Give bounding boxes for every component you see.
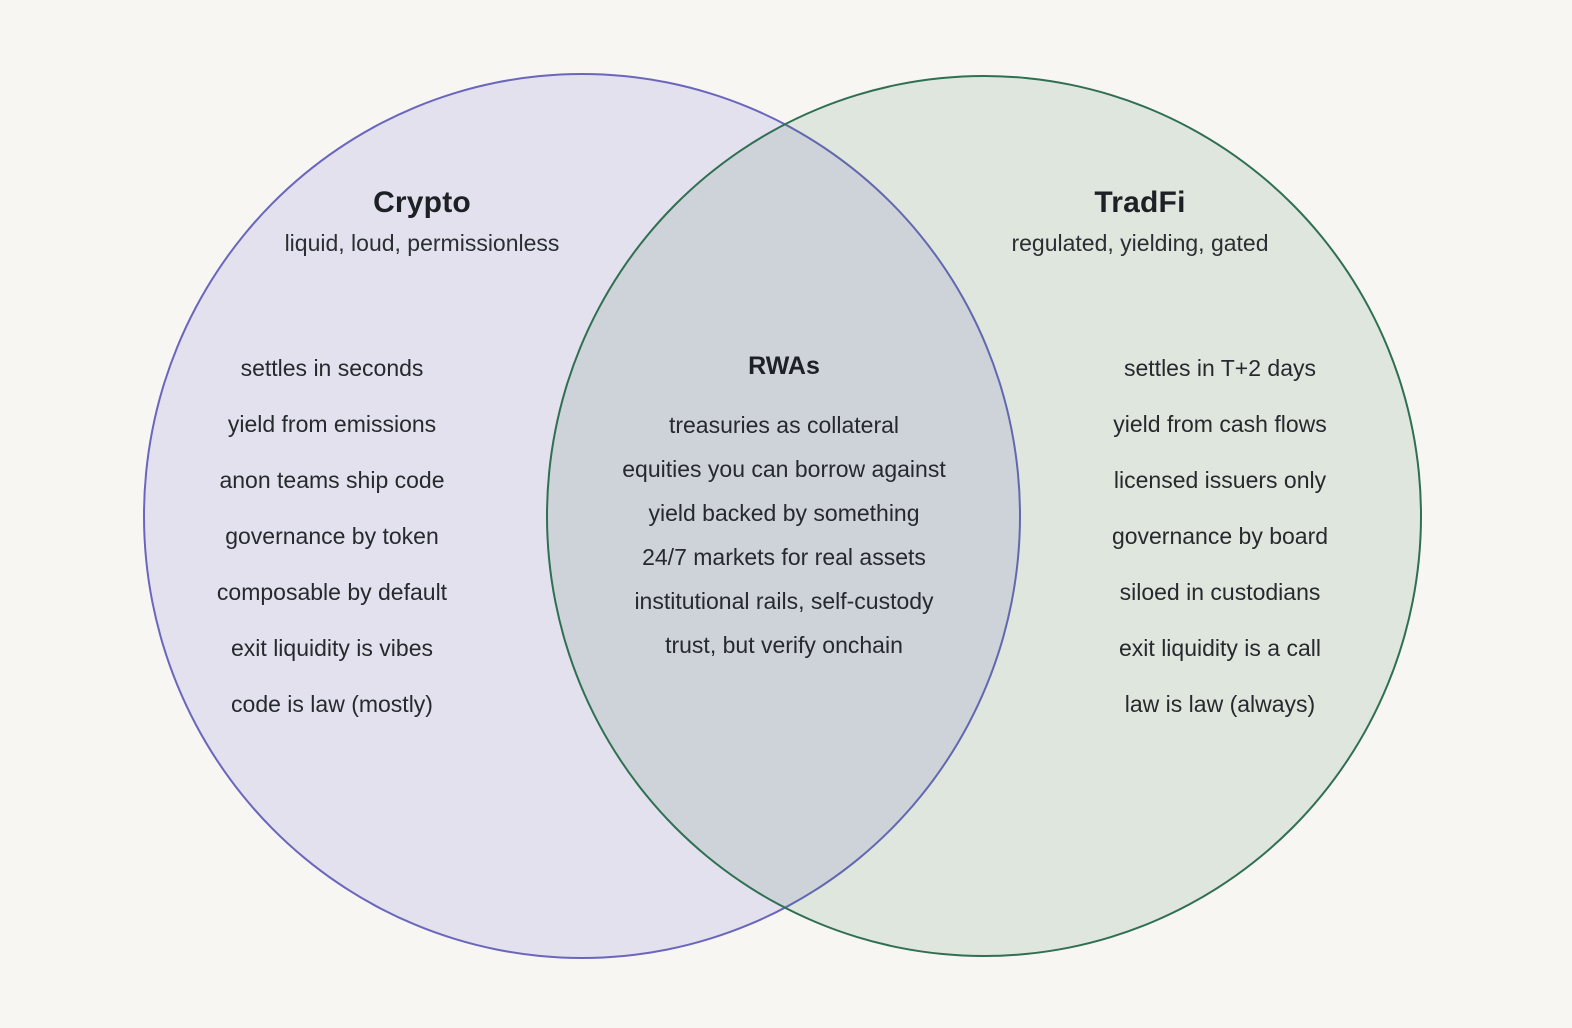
tradfi-item: exit liquidity is a call (1119, 635, 1321, 661)
intersection-item-list: treasuries as collateral equities you ca… (560, 403, 1008, 667)
crypto-header: Crypto liquid, loud, permissionless (192, 186, 652, 257)
crypto-subtitle: liquid, loud, permissionless (284, 230, 560, 256)
crypto-item: governance by token (225, 523, 439, 549)
intersection-block: RWAs treasuries as collateral equities y… (560, 352, 1008, 667)
intersection-item: trust, but verify onchain (665, 632, 903, 658)
tradfi-item: settles in T+2 days (1124, 355, 1316, 381)
crypto-item: exit liquidity is vibes (231, 635, 433, 661)
crypto-item: settles in seconds (240, 355, 424, 381)
tradfi-item-list: settles in T+2 days yield from cash flow… (1010, 340, 1430, 732)
crypto-title: Crypto (373, 186, 471, 219)
tradfi-item: siloed in custodians (1119, 579, 1321, 605)
crypto-item: anon teams ship code (219, 467, 445, 493)
crypto-item-list: settles in seconds yield from emissions … (122, 340, 542, 732)
intersection-item: 24/7 markets for real assets (642, 544, 926, 570)
tradfi-item: yield from cash flows (1113, 411, 1327, 437)
intersection-item: equities you can borrow against (622, 456, 946, 482)
intersection-item: treasuries as collateral (668, 412, 900, 438)
tradfi-title: TradFi (1094, 186, 1186, 219)
tradfi-subtitle: regulated, yielding, gated (1011, 230, 1269, 256)
tradfi-header: TradFi regulated, yielding, gated (910, 186, 1370, 257)
intersection-item: institutional rails, self-custody (634, 588, 934, 614)
intersection-title: RWAs (748, 352, 820, 380)
tradfi-item: governance by board (1111, 523, 1329, 549)
tradfi-item: law is law (always) (1124, 691, 1316, 717)
intersection-item: yield backed by something (648, 500, 920, 526)
tradfi-circle (546, 75, 1422, 957)
crypto-item: composable by default (216, 579, 448, 605)
tradfi-item: licensed issuers only (1113, 467, 1327, 493)
crypto-item: yield from emissions (227, 411, 437, 437)
crypto-item: code is law (mostly) (231, 691, 433, 717)
